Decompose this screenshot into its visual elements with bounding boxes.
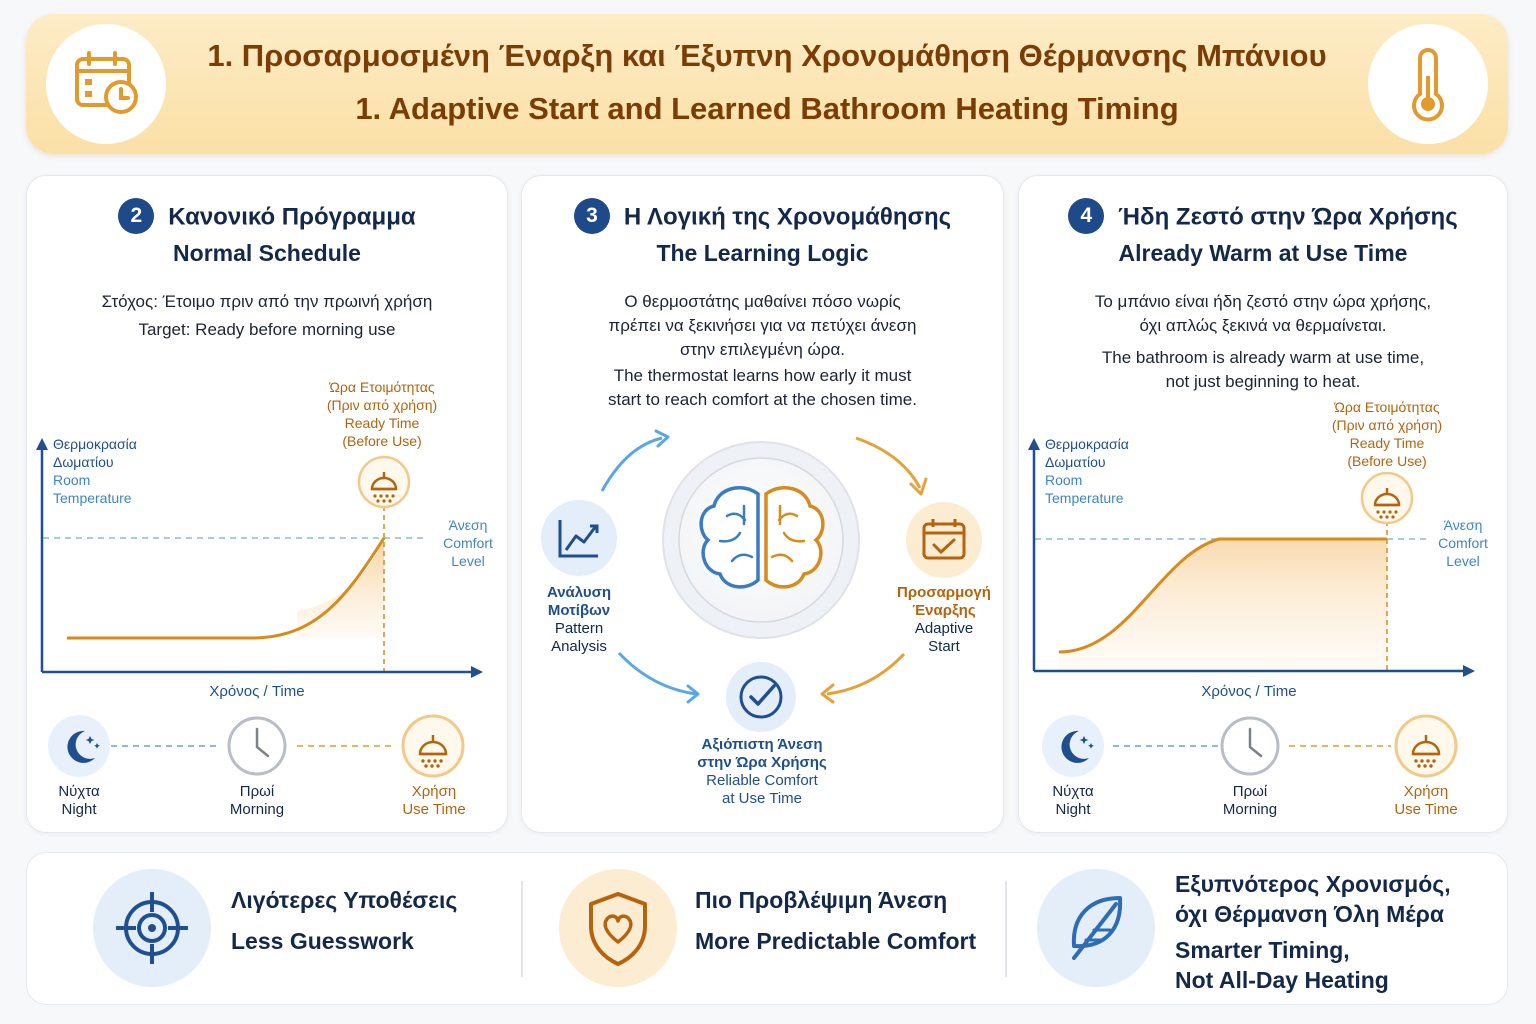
divider: [521, 881, 523, 977]
schedule-chart: [36, 438, 483, 778]
shower-icon: [1360, 471, 1414, 525]
benefits-bar: Λιγότερες Υποθέσεις Less Guesswork Πιο Π…: [26, 852, 1508, 1005]
arrow-bottom-left: [617, 651, 697, 696]
shield-heart-icon: [559, 869, 677, 987]
learning-description: Ο θερμοστάτης μαθαίνει πόσο νωρίς πρέπει…: [608, 292, 917, 409]
clock-icon: [1220, 716, 1280, 776]
benefit-2-greek: Πιο Προβλέψιμη Άνεση: [695, 887, 948, 913]
arrow-top-left: [600, 436, 663, 492]
target-english: Target: Ready before morning use: [138, 320, 396, 339]
chart-line-icon: [541, 500, 617, 576]
benefit-1-greek: Λιγότερες Υποθέσεις: [231, 887, 458, 913]
target-greek: Στόχος: Έτοιμο πριν από την πρωινή χρήση: [101, 292, 433, 311]
panel-heading-english: Already Warm at Use Time: [1118, 240, 1408, 266]
panel-heading-english: The Learning Logic: [656, 240, 869, 266]
arrow-top-right: [855, 436, 922, 489]
ready-time-label: Ώρα Ετοιμότητας(Πριν από χρήση) Ready Ti…: [1331, 399, 1443, 469]
warm-chart: [1028, 438, 1475, 778]
heat-area: [1059, 539, 1387, 671]
thermometer-icon: [1368, 24, 1488, 144]
target-icon: [93, 869, 211, 987]
temperature-curve: [1058, 537, 1387, 654]
calendar-check-icon: [906, 502, 982, 578]
step-badge: 4: [1068, 198, 1105, 234]
arrow-bottom-right: [826, 652, 906, 696]
learning-cycle-diagram: [541, 429, 982, 732]
title-english: 1. Adaptive Start and Learned Bathroom H…: [355, 91, 1179, 126]
benefit-3-english: Smarter Timing,Not All-Day Heating: [1175, 937, 1389, 993]
leaf-icon: [1037, 869, 1155, 987]
x-axis-label: Χρόνος / Time: [209, 683, 305, 700]
step-badge: 2: [118, 198, 155, 234]
use-time-shower-icon: [401, 714, 465, 778]
header-banner: 1. Προσαρμοσμένη Έναρξη και Έξυπνη Χρονο…: [26, 14, 1508, 154]
ready-time-label: Ώρα Ετοιμότητας(Πριν από χρήση) Ready Ti…: [326, 379, 438, 449]
moon-icon: [1042, 715, 1104, 777]
warm-description-english: The bathroom is already warm at use time…: [1101, 348, 1425, 391]
heat-area: [297, 538, 384, 638]
benefit-3-greek: Εξυπνότερος Χρονισμός,όχι Θέρμανση Όλη Μ…: [1175, 871, 1451, 927]
title-greek: 1. Προσαρμοσμένη Έναρξη και Έξυπνη Χρονο…: [207, 38, 1327, 73]
x-axis-label: Χρόνος / Time: [1201, 683, 1297, 700]
benefit-2-english: More Predictable Comfort: [695, 928, 977, 954]
use-time-shower-icon: [1394, 714, 1458, 778]
brain-icon: [699, 486, 825, 589]
warm-description-greek: Το μπάνιο είναι ήδη ζεστό στην ώρα χρήση…: [1094, 292, 1432, 335]
temperature-curve: [67, 537, 386, 640]
calendar-clock-icon: [46, 24, 166, 144]
panel-heading-english: Normal Schedule: [173, 240, 361, 266]
divider: [1005, 881, 1007, 977]
clock-icon: [227, 716, 287, 776]
check-circle-icon: [726, 662, 796, 732]
moon-icon: [48, 715, 110, 777]
step-badge: 3: [573, 198, 610, 234]
benefit-1-english: Less Guesswork: [231, 928, 414, 954]
shower-icon: [357, 455, 411, 509]
